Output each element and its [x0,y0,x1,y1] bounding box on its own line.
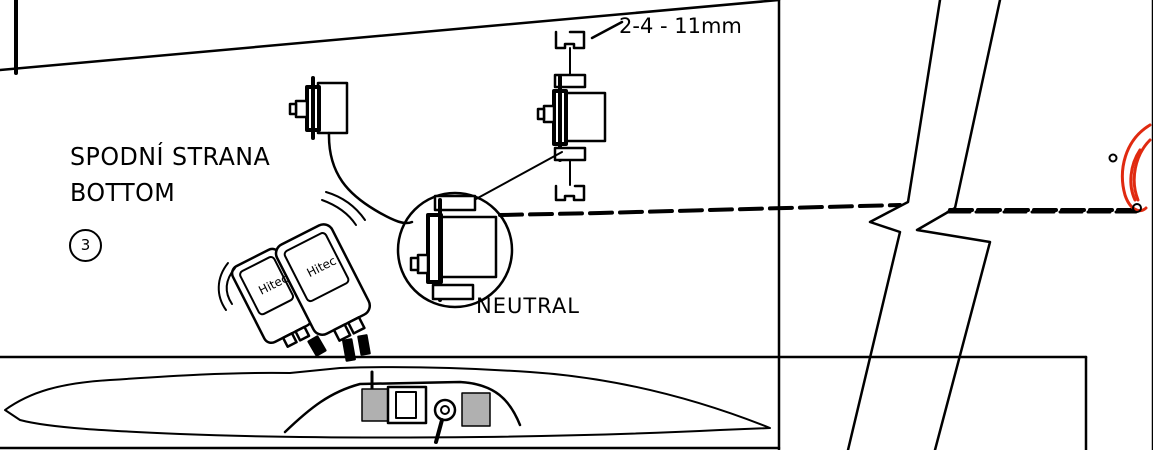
servo-upper [288,76,349,140]
wing-profile [4,366,771,439]
bay-servo-arm [433,398,457,422]
leader-line [464,151,563,206]
bay-grey-left [361,388,389,422]
tester-plugs [307,334,371,362]
wing-break-lines [846,0,1002,450]
horn-pivot [1108,153,1118,163]
control-horn [1121,123,1152,213]
pushrod-dashed [498,203,902,217]
servo-tester-front [274,223,372,342]
servo-clip-top [554,20,624,81]
step-number-badge: 3 [69,229,102,262]
servo-neutral [409,194,498,302]
clip-dimension-label: 2-4 - 11mm [619,14,742,38]
bay-grey-right [461,392,491,427]
servo-clip-bottom [554,159,586,202]
servo-tester-back [230,247,313,348]
servo-bay [283,380,522,434]
side-label-czech: SPODNÍ STRANA [70,142,271,171]
neutral-detail-circle [396,191,514,309]
motion-arcs [217,191,366,311]
servo-cable [327,131,414,225]
neutral-label: NEUTRAL [476,294,580,318]
side-label-english: BOTTOM [70,178,176,207]
servo-right [536,73,607,162]
